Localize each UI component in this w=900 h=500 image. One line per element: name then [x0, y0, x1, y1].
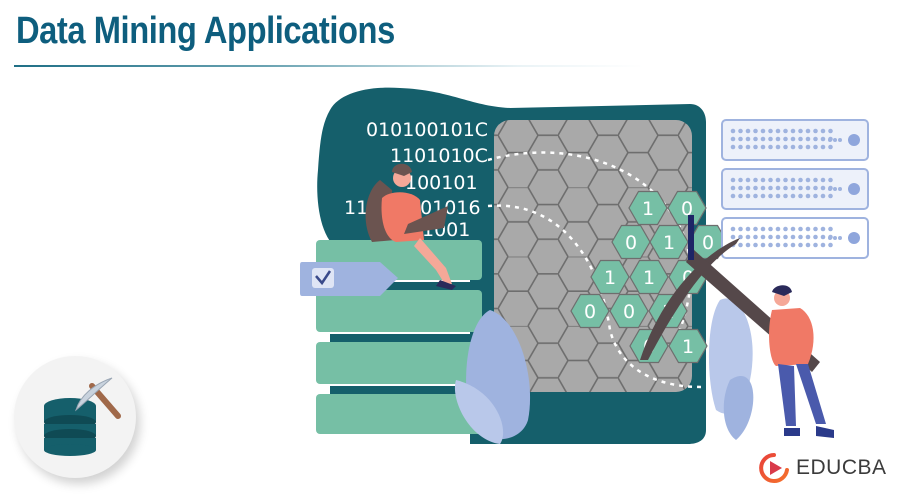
binary-line-4-prefix: 11 — [344, 197, 368, 219]
svg-text:0: 0 — [702, 232, 714, 254]
database-pickaxe-badge — [14, 356, 136, 478]
binary-line-1: 010100101C — [366, 119, 488, 141]
hexagon-stone-panel — [494, 120, 692, 392]
hex-bit-tile: 1 — [649, 224, 689, 260]
hex-bit-tile: 1 — [629, 259, 669, 295]
page-title: Data Mining Applications — [16, 10, 395, 52]
binary-line-3: 100101 — [405, 172, 478, 194]
svg-text:0: 0 — [623, 301, 635, 323]
brand-name: EDUCBA — [796, 456, 887, 479]
data-drawer-stack — [316, 240, 482, 434]
hex-bit-tile: 0 — [611, 224, 651, 260]
hex-bit-tile: 1 — [628, 190, 668, 226]
educba-brand-logo: EDUCBA — [758, 451, 887, 485]
hex-bit-tiles: 1001011000101 — [570, 190, 728, 364]
hex-bit-tile: 0 — [609, 293, 649, 329]
database-pickaxe-icon — [44, 377, 121, 456]
leaf-decor-left — [454, 310, 531, 444]
leaf-decor-right — [708, 298, 754, 440]
svg-text:0: 0 — [625, 232, 637, 254]
hex-bit-tile: 1 — [590, 259, 630, 295]
svg-text:1: 1 — [682, 336, 694, 358]
svg-text:1: 1 — [643, 267, 655, 289]
man-figure — [769, 285, 834, 438]
svg-text:0: 0 — [584, 301, 596, 323]
svg-text:1: 1 — [663, 232, 675, 254]
checkbox-tag-icon — [300, 262, 398, 296]
hex-bit-tile: 0 — [667, 190, 707, 226]
hex-bit-tile: 0 — [570, 293, 610, 329]
binary-line-2: 1101010C — [390, 145, 488, 167]
svg-text:1: 1 — [642, 198, 654, 220]
title-underline — [14, 65, 644, 67]
educba-play-logo-icon — [759, 453, 789, 483]
server-rack-icon — [721, 119, 869, 259]
hex-bit-tile: 1 — [668, 328, 708, 364]
svg-text:0: 0 — [681, 198, 693, 220]
woman-with-laptop-figure — [365, 163, 456, 290]
svg-text:1: 1 — [604, 267, 616, 289]
